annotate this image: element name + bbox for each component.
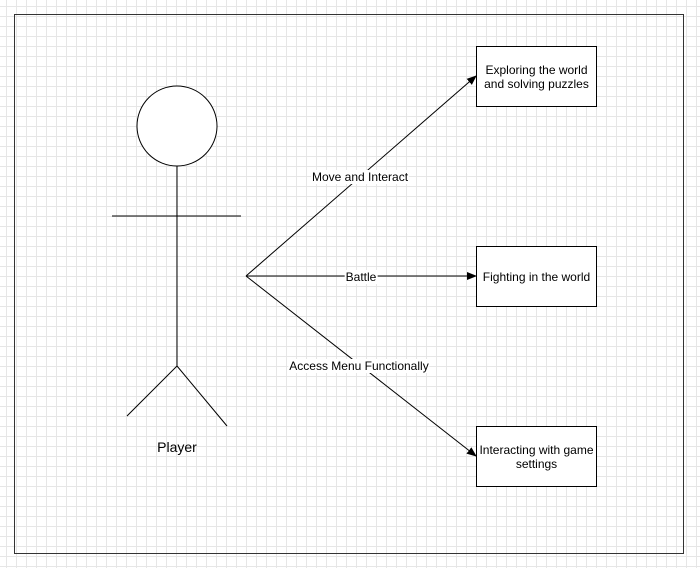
use-case-label: Fighting in the world [482, 269, 591, 284]
use-case-label: Exploring the world and solving puzzles [484, 62, 589, 91]
stick-figure[interactable] [112, 85, 241, 427]
edge-label-move-and-interact: Move and Interact [310, 170, 410, 184]
diagram-frame [14, 14, 684, 554]
edge-label-access-menu: Access Menu Functionally [288, 359, 430, 373]
actor-head [136, 85, 218, 167]
actor-name-label: Player [157, 439, 197, 455]
use-case-exploring[interactable]: Exploring the world and solving puzzles [476, 46, 597, 107]
actor-left-leg [126, 365, 178, 417]
use-case-settings[interactable]: Interacting with game settings [476, 426, 597, 487]
edge-label-battle: Battle [344, 270, 378, 284]
use-case-fighting[interactable]: Fighting in the world [476, 246, 597, 307]
use-case-label: Interacting with game settings [479, 442, 594, 471]
actor-right-leg [176, 365, 228, 427]
